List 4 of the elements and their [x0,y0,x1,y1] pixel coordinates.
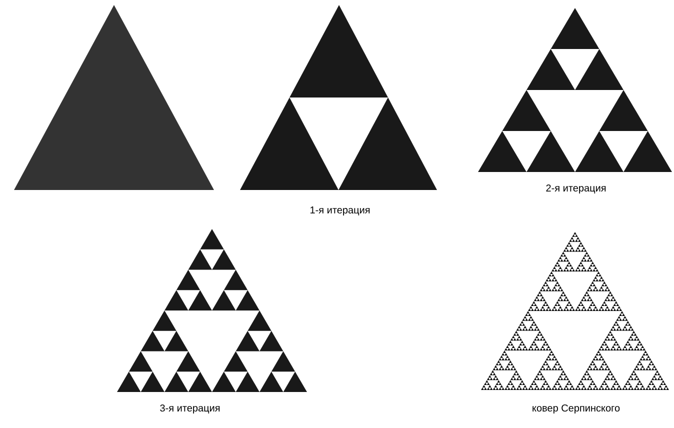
caption: 1-я итерация [310,206,370,216]
caption: 2-я итерация [546,184,606,194]
caption: ковер Серпинского [532,404,620,414]
caption: 3-я итерация [160,404,220,414]
